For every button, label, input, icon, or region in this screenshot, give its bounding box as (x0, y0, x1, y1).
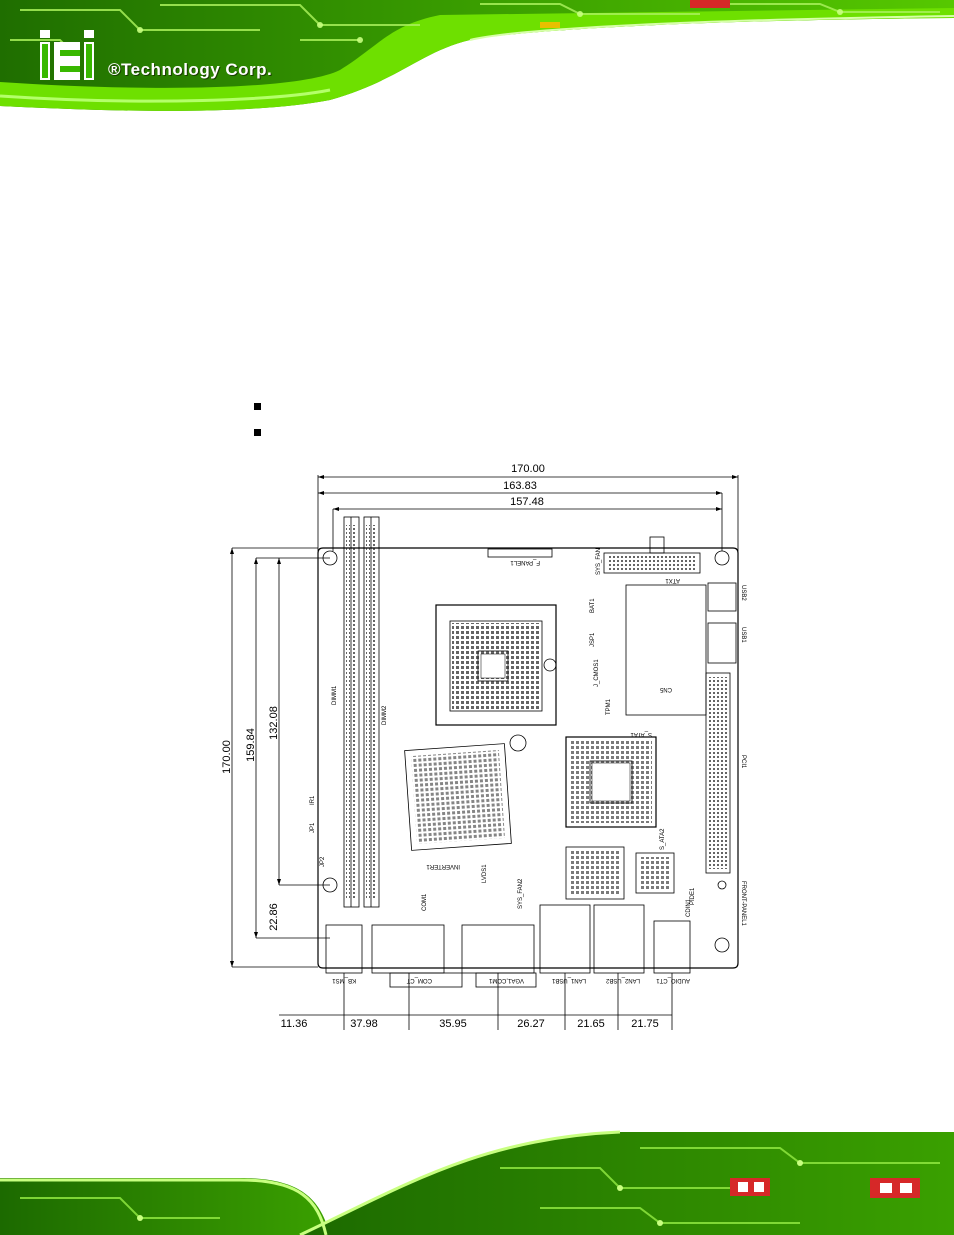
label-j-cmos: J_CMOS1 (594, 659, 600, 687)
label-lan2-usb: LAN2_USB2 (605, 977, 640, 983)
page-header-banner: ®Technology Corp. (0, 0, 954, 118)
label-jp2: JP2 (320, 856, 326, 867)
dim-left-mount-bottom: 22.86 (268, 903, 280, 931)
page-footer-banner (0, 1128, 954, 1235)
label-com-ct: COM_CT (406, 977, 432, 983)
dim-top-width: 170.00 (511, 463, 545, 475)
dim-left-height: 170.00 (221, 740, 233, 774)
label-dimm2: DIMM2 (382, 705, 388, 725)
label-vga-com: VGA1,COM1 (488, 977, 524, 983)
square-bullet-icon (254, 429, 261, 436)
circuit-board-footer-image (0, 1128, 954, 1235)
label-inverter: INVERTER1 (426, 863, 460, 869)
iei-logo-icon (36, 30, 106, 82)
dim-bottom-4: 26.27 (517, 1018, 545, 1030)
label-front-panel: FRONT-PANEL1 (740, 881, 746, 927)
label-lan1-usb: LAN1_USB1 (551, 977, 586, 983)
motherboard-layout-diagram: 170.00 163.83 157.48 170.00 159.84 132.0… (221, 463, 746, 1030)
label-audio: AUDIO_CT1 (656, 977, 690, 983)
label-bat: BAT1 (590, 598, 596, 613)
label-s-ata1: S_ATA1 (630, 731, 652, 737)
label-sys-fan: SYS_FAN (596, 548, 602, 575)
dim-bottom-6: 21.75 (631, 1018, 659, 1030)
dim-bottom-5: 21.65 (577, 1018, 605, 1030)
label-dimm1: DIMM1 (332, 685, 338, 705)
bullet-list (254, 403, 261, 455)
dimm-pin-pattern (346, 525, 350, 899)
dim-bottom-2: 37.98 (350, 1018, 378, 1030)
dim-left-mount-outer: 159.84 (245, 728, 257, 762)
label-usb2: USB2 (740, 585, 746, 601)
label-s-ata2: S_ATA2 (660, 828, 666, 850)
board-dimension-drawing: 170.00 163.83 157.48 170.00 159.84 132.0… (0, 455, 954, 1045)
label-cn5: CN5 (659, 686, 672, 692)
label-pide: PIDE1 (690, 887, 696, 905)
label-jsp: JSP1 (590, 632, 596, 647)
dim-bottom-3: 35.95 (439, 1018, 467, 1030)
dim-top-mount-outer: 163.83 (503, 480, 537, 492)
label-cdin: CDIN1 (686, 898, 692, 917)
dim-bottom-1: 11.36 (281, 1018, 308, 1030)
square-bullet-icon (254, 403, 261, 410)
circuit-board-banner-image (0, 0, 954, 118)
label-f-panel: F_PANEL1 (510, 559, 540, 565)
label-kb-ms: KB_MS1 (332, 977, 356, 983)
label-pci: PCI1 (740, 755, 746, 769)
label-lvds: LVDS1 (482, 864, 488, 883)
label-sys-fan2: SYS_FAN2 (518, 878, 524, 909)
dim-top-mount-inner: 157.48 (510, 496, 544, 508)
label-tpm: TPM1 (606, 698, 612, 715)
company-name: ®Technology Corp. (108, 60, 273, 79)
label-com: COM1 (422, 893, 428, 911)
label-jp1: JP1 (310, 822, 316, 833)
label-usb1: USB1 (740, 627, 746, 643)
dim-left-mount-inner: 132.08 (268, 706, 280, 740)
label-atx: ATX1 (665, 577, 680, 583)
label-ir: IR1 (310, 795, 316, 805)
